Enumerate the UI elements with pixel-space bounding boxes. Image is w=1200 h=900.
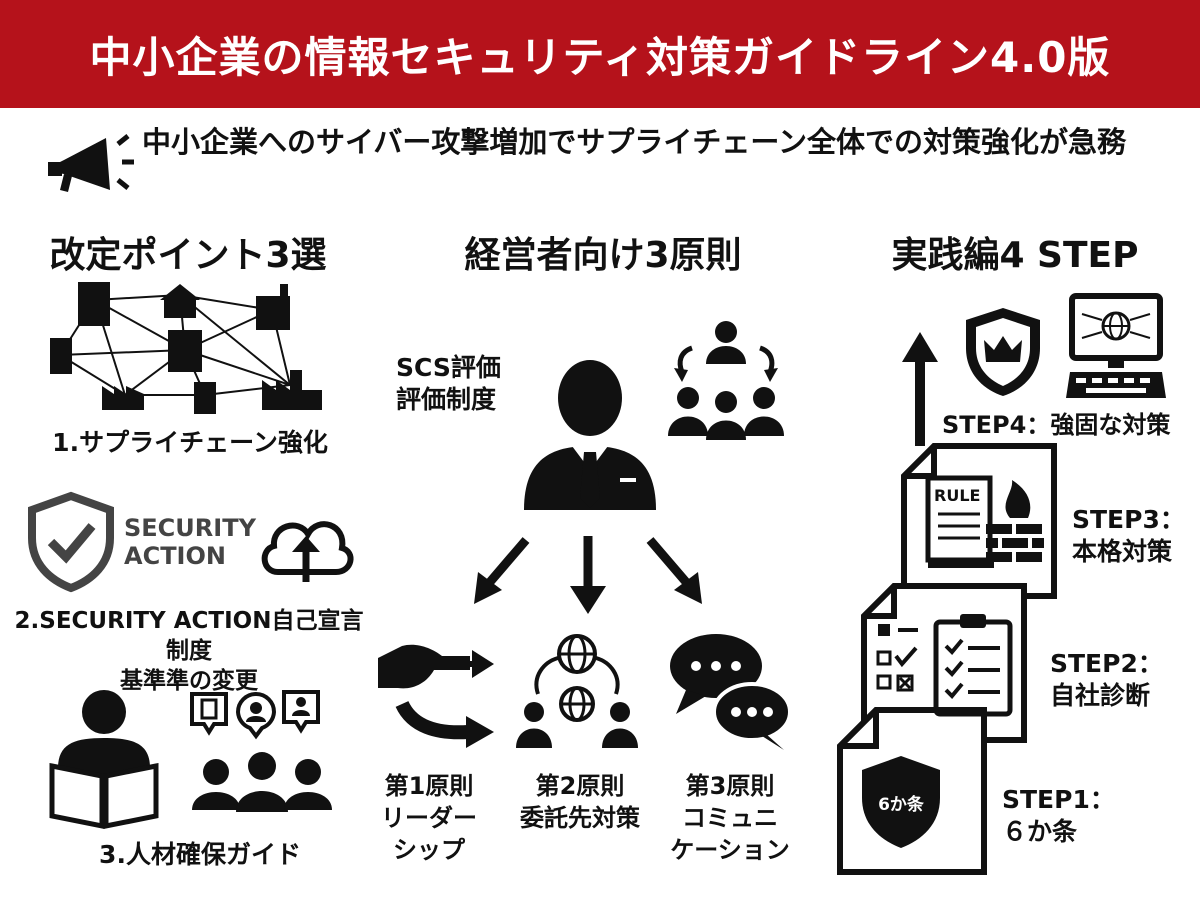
right-heading: 実践編4 STEP (891, 235, 1139, 276)
scs-label: SCS評価 評価制度 (396, 352, 501, 416)
supply-chain-network-icon (50, 282, 322, 414)
six-articles-shield-icon (862, 756, 940, 848)
principle-1-label: 第1原則 リーダー シップ (374, 770, 484, 866)
cloud-upload-icon (261, 521, 354, 582)
step3-label: STEP3： 本格対策 (1072, 504, 1185, 568)
rule-firewall-icon (925, 475, 1044, 568)
team-hierarchy-icon (668, 321, 784, 440)
chat-bubbles-icon (670, 634, 792, 750)
global-partners-icon (516, 634, 638, 748)
security-shield-check-icon (28, 491, 114, 593)
step4-label: STEP4：強固な対策 (942, 411, 1171, 439)
left-item-2-label: 2.SECURITY ACTION自己宣言制度 基準準の変更 (4, 606, 374, 696)
megaphone-icon (48, 134, 134, 192)
principle-3-label: 第3原則 コミュニ ケーション (660, 770, 800, 866)
checklist-clipboard-icon (876, 614, 1013, 717)
step1-label: STEP1： ６か条 (1002, 784, 1115, 848)
principle-1-line-2: リーダー (381, 804, 477, 832)
left-item-1-label: 1.サプライチェーン強化 (52, 428, 328, 457)
left-item-2-line-2: 基準準の変更 (120, 668, 258, 694)
left-heading: 改定ポイント3選 (49, 235, 327, 276)
security-action-line-2: ACTION (124, 542, 226, 570)
principle-3-line-1: 第3原則 (685, 772, 775, 800)
security-action-logo-text: SECURITY ACTION (124, 514, 256, 570)
page-title: 中小企業の情報セキュリティ対策ガイドライン4.0版 (89, 32, 1111, 82)
left-item-3-label: 3.人材確保ガイド (99, 840, 301, 869)
subtitle: 中小企業へのサイバー攻撃増加でサプライチェーン全体での対策強化が急務 (142, 125, 1126, 159)
step2-label: STEP2： 自社診断 (1050, 648, 1163, 712)
left-item-2-line-1: 2.SECURITY ACTION自己宣言制度 (14, 608, 364, 664)
principle-2-label: 第2原則 委託先対策 (510, 770, 650, 834)
principle-1-line-1: 第1原則 (384, 772, 474, 800)
principle-1-line-3: シップ (393, 836, 465, 864)
center-heading: 経営者向け3原則 (464, 235, 742, 276)
title-banner: 中小企業の情報セキュリティ対策ガイドライン4.0版 (0, 0, 1200, 108)
scs-line-2: 評価制度 (396, 385, 497, 414)
step2-line-2: 自社診断 (1050, 681, 1151, 710)
principle-3-line-3: ケーション (670, 836, 790, 864)
talent-group-icon (190, 690, 332, 812)
security-action-line-1: SECURITY (124, 514, 256, 542)
network-computer-icon (1066, 293, 1166, 398)
pointing-hand-icon (378, 644, 494, 748)
step-up-arrow-icon (902, 332, 938, 446)
step2-line-1: STEP2： (1050, 649, 1163, 678)
step3-line-2: 本格対策 (1072, 537, 1173, 566)
principle-2-line-1: 第2原則 (535, 772, 625, 800)
principle-2-line-2: 委託先対策 (520, 804, 640, 832)
principle-3-line-2: コミュニ (682, 804, 778, 832)
step1-line-1: STEP1： (1002, 785, 1115, 814)
arrows-down-icon (474, 536, 702, 614)
step3-line-1: STEP3： (1072, 505, 1185, 534)
scs-line-1: SCS評価 (396, 353, 501, 382)
step1-line-2: ６か条 (1002, 817, 1078, 846)
executive-icon (524, 360, 656, 510)
six-articles-shield-label: 6か条 (878, 795, 924, 815)
crown-shield-icon (966, 308, 1040, 396)
rule-label: RULE (934, 486, 981, 505)
person-reading-book-icon (49, 690, 159, 830)
